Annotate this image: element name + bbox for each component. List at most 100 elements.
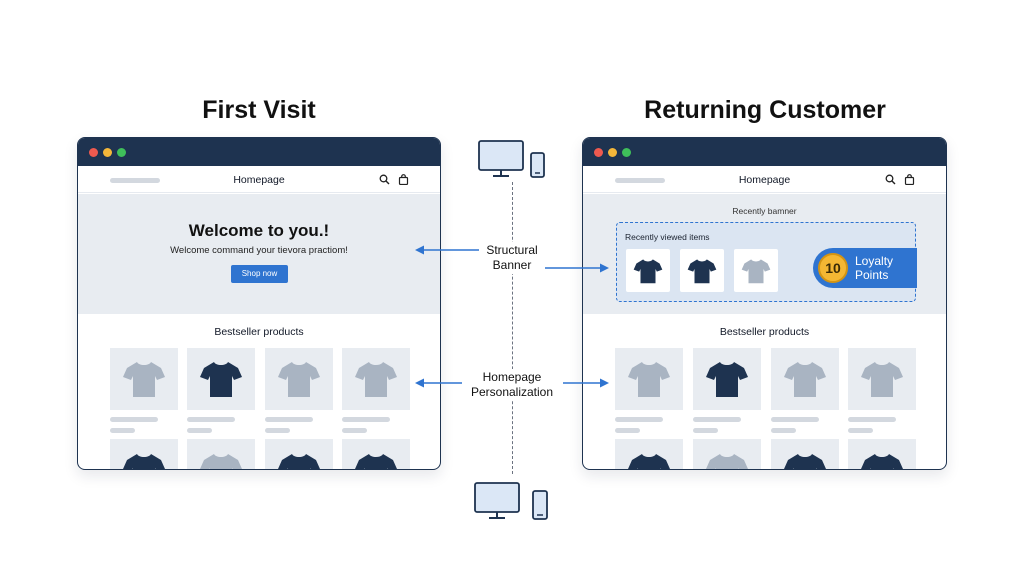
product-card[interactable] <box>771 439 839 469</box>
arrow-right-icon <box>563 378 609 388</box>
recent-item-card[interactable] <box>734 249 778 292</box>
product-card[interactable] <box>693 439 761 469</box>
product-card[interactable] <box>265 439 333 469</box>
product-card[interactable] <box>187 348 255 433</box>
homepage-personalization-annotation: Homepage Personalization <box>463 369 561 401</box>
nav-page-title: Homepage <box>233 174 285 186</box>
product-image[interactable] <box>187 348 255 410</box>
hero-title: Welcome to you.! <box>188 221 330 240</box>
center-divider <box>512 182 513 474</box>
nav-page-title: Homepage <box>738 174 791 186</box>
product-card[interactable] <box>110 348 178 433</box>
smartphone-icon <box>530 152 545 178</box>
product-price-placeholder <box>615 428 640 433</box>
product-card[interactable] <box>265 348 333 433</box>
product-card[interactable] <box>342 439 410 469</box>
product-name-placeholder <box>265 417 313 422</box>
tshirt-icon <box>784 362 826 397</box>
product-name-placeholder <box>110 417 158 422</box>
product-name-placeholder <box>615 417 663 422</box>
window-titlebar <box>78 138 440 166</box>
arrow-right-icon <box>541 263 609 273</box>
product-price-placeholder <box>771 428 796 433</box>
loyalty-points-badge[interactable]: 10 Loyalty Points <box>813 248 917 288</box>
product-card[interactable] <box>615 439 683 469</box>
product-card[interactable] <box>848 439 916 469</box>
product-image[interactable] <box>342 348 410 410</box>
annotation-line: Personalization <box>470 385 554 399</box>
product-price-placeholder <box>848 428 873 433</box>
tshirt-icon <box>784 454 826 469</box>
close-window-dot[interactable] <box>594 148 603 157</box>
tshirt-icon <box>628 454 670 469</box>
product-name-placeholder <box>693 417 741 422</box>
tshirt-icon <box>706 454 748 469</box>
hero-subtitle: Welcome command your tievora practiom! <box>170 245 348 256</box>
logo-placeholder[interactable] <box>615 178 665 183</box>
returning-customer-title: Returning Customer <box>644 96 886 124</box>
product-image[interactable] <box>693 348 761 410</box>
tshirt-icon <box>687 258 717 283</box>
product-card[interactable] <box>615 348 683 433</box>
arrow-left-icon <box>415 378 462 388</box>
search-icon[interactable] <box>379 174 390 185</box>
tshirt-icon <box>861 454 903 469</box>
recent-item-card[interactable] <box>626 249 670 292</box>
maximize-window-dot[interactable] <box>622 148 631 157</box>
product-card[interactable] <box>693 348 761 433</box>
product-image[interactable] <box>110 348 178 410</box>
desktop-monitor-icon <box>474 482 520 519</box>
product-image[interactable] <box>848 348 916 410</box>
annotation-line: Homepage <box>482 370 542 384</box>
tshirt-icon <box>200 362 242 397</box>
loyalty-label-line2: Points <box>855 268 889 282</box>
tshirt-icon <box>200 454 242 469</box>
tshirt-icon <box>628 362 670 397</box>
tshirt-icon <box>278 454 320 469</box>
logo-placeholder[interactable] <box>110 178 160 183</box>
tshirt-icon <box>355 454 397 469</box>
product-card[interactable] <box>848 348 916 433</box>
search-icon[interactable] <box>885 174 896 185</box>
tshirt-icon <box>355 362 397 397</box>
shop-now-button[interactable]: Shop now <box>231 265 288 283</box>
annotation-line: Structural <box>486 243 538 257</box>
site-navbar: Homepage <box>78 166 440 193</box>
product-name-placeholder <box>187 417 235 422</box>
loyalty-label-line1: Loyalty <box>855 254 894 268</box>
recently-viewed-panel: Recently viewed items 10 Loyalty Points <box>616 222 917 302</box>
product-price-placeholder <box>342 428 367 433</box>
product-card[interactable] <box>771 348 839 433</box>
returning-customer-browser-window: Homepage Recently bamner Recently viewed… <box>582 137 947 470</box>
recently-viewed-title: Recently viewed items <box>625 232 710 242</box>
minimize-window-dot[interactable] <box>103 148 112 157</box>
bestseller-section-title: Bestseller products <box>719 326 810 338</box>
product-card[interactable] <box>110 439 178 469</box>
product-price-placeholder <box>693 428 718 433</box>
recent-item-card[interactable] <box>680 249 724 292</box>
structural-banner-annotation: Structural Banner <box>479 242 545 274</box>
personalized-banner: Recently bamner Recently viewed items 10… <box>583 194 946 314</box>
loyalty-coin-icon: 10 <box>818 253 848 283</box>
product-image[interactable] <box>771 348 839 410</box>
product-card[interactable] <box>342 348 410 433</box>
product-card[interactable] <box>187 439 255 469</box>
close-window-dot[interactable] <box>89 148 98 157</box>
annotation-line: Banner <box>492 258 532 272</box>
product-image[interactable] <box>615 348 683 410</box>
minimize-window-dot[interactable] <box>608 148 617 157</box>
smartphone-icon <box>532 490 548 520</box>
tshirt-icon <box>123 362 165 397</box>
first-visit-title: First Visit <box>202 96 316 124</box>
shopping-bag-icon[interactable] <box>904 174 915 185</box>
bestseller-section-title: Bestseller products <box>214 326 304 338</box>
product-name-placeholder <box>771 417 819 422</box>
maximize-window-dot[interactable] <box>117 148 126 157</box>
banner-label: Recently bamner <box>732 206 797 216</box>
desktop-monitor-icon <box>478 140 524 177</box>
first-visit-browser-window: Homepage Welcome to you.! Welcome comman… <box>77 137 441 470</box>
product-image[interactable] <box>265 348 333 410</box>
arrow-left-icon <box>415 245 482 255</box>
product-name-placeholder <box>342 417 390 422</box>
shopping-bag-icon[interactable] <box>398 174 409 185</box>
